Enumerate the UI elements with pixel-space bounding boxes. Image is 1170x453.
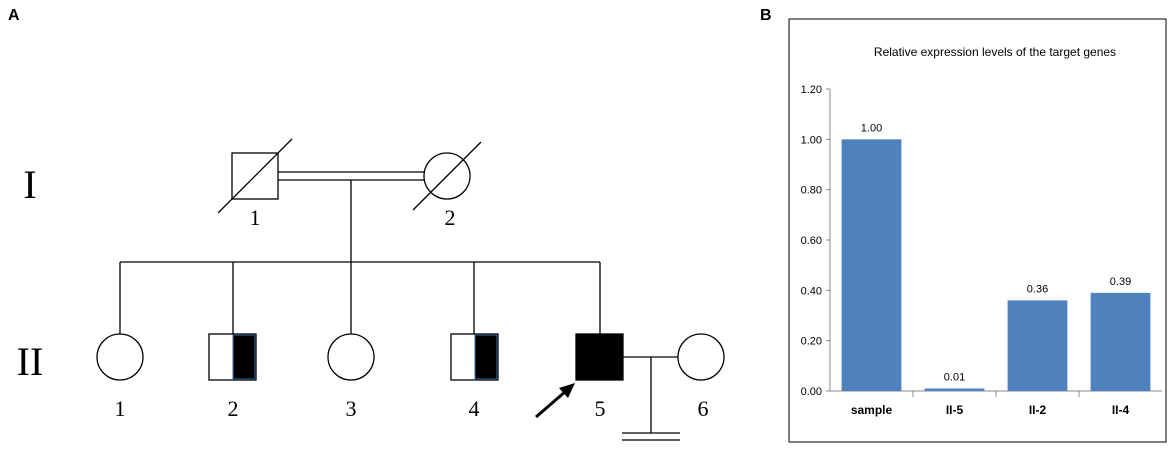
bar-II-2 <box>1007 300 1068 391</box>
chart-title: Relative expression levels of the target… <box>874 45 1116 59</box>
y-tick-label: 0.40 <box>801 285 822 297</box>
gen2-number-2: 2 <box>228 396 239 421</box>
y-tick-label: 1.00 <box>801 134 822 146</box>
y-tick-label: 0.60 <box>801 235 822 247</box>
generation-label-ii: II <box>17 339 44 384</box>
y-tick-label: 0.20 <box>801 336 822 348</box>
gen1-number-1: 1 <box>250 205 261 230</box>
panel-b-label: B <box>760 7 772 24</box>
gen2-number-1: 1 <box>115 396 126 421</box>
bar-sample <box>841 139 902 391</box>
gen1-number-2: 2 <box>445 205 456 230</box>
gen2-affected-male-5-proband <box>575 333 624 381</box>
y-tick-label: 0.80 <box>801 185 822 197</box>
category-label: II-2 <box>1029 403 1047 417</box>
gen2-carrier-half-fill-4 <box>474 334 498 380</box>
gen2-number-4: 4 <box>469 396 480 421</box>
gen1-male-1-deceased-slash <box>217 138 293 214</box>
category-label: II-4 <box>1112 403 1130 417</box>
bar-II-4 <box>1090 292 1151 391</box>
gen2-number-5: 5 <box>595 396 606 421</box>
y-tick-label: 0.00 <box>801 386 822 398</box>
data-label: 0.36 <box>1027 283 1048 295</box>
proband-arrow-icon <box>559 383 575 398</box>
category-label: II-5 <box>946 403 964 417</box>
generation-label-i: I <box>23 162 36 207</box>
expression-bar-chart: Relative expression levels of the target… <box>788 18 1167 443</box>
category-label: sample <box>851 403 893 417</box>
gen2-number-6: 6 <box>698 396 709 421</box>
bar-II-5 <box>924 388 985 391</box>
y-tick-label: 1.20 <box>801 84 822 96</box>
gen1-female-2-deceased-slash <box>412 141 482 211</box>
gen2-female-3 <box>327 333 375 381</box>
pedigree-panel: A I II 1 2 <box>8 7 725 441</box>
data-label: 0.01 <box>944 371 965 383</box>
expression-chart-panel: B Relative expression levels of the targ… <box>760 0 1170 448</box>
data-label: 1.00 <box>861 122 882 134</box>
proband-arrow-shaft <box>535 389 567 419</box>
gen2-carrier-half-fill-2 <box>232 334 256 380</box>
panel-a-label: A <box>8 7 20 24</box>
gen2-number-3: 3 <box>346 396 357 421</box>
gen2-female-6 <box>677 333 725 381</box>
pedigree-diagram: I II 1 2 <box>17 138 725 441</box>
data-label: 0.39 <box>1110 276 1131 288</box>
gen2-female-1 <box>96 333 144 381</box>
